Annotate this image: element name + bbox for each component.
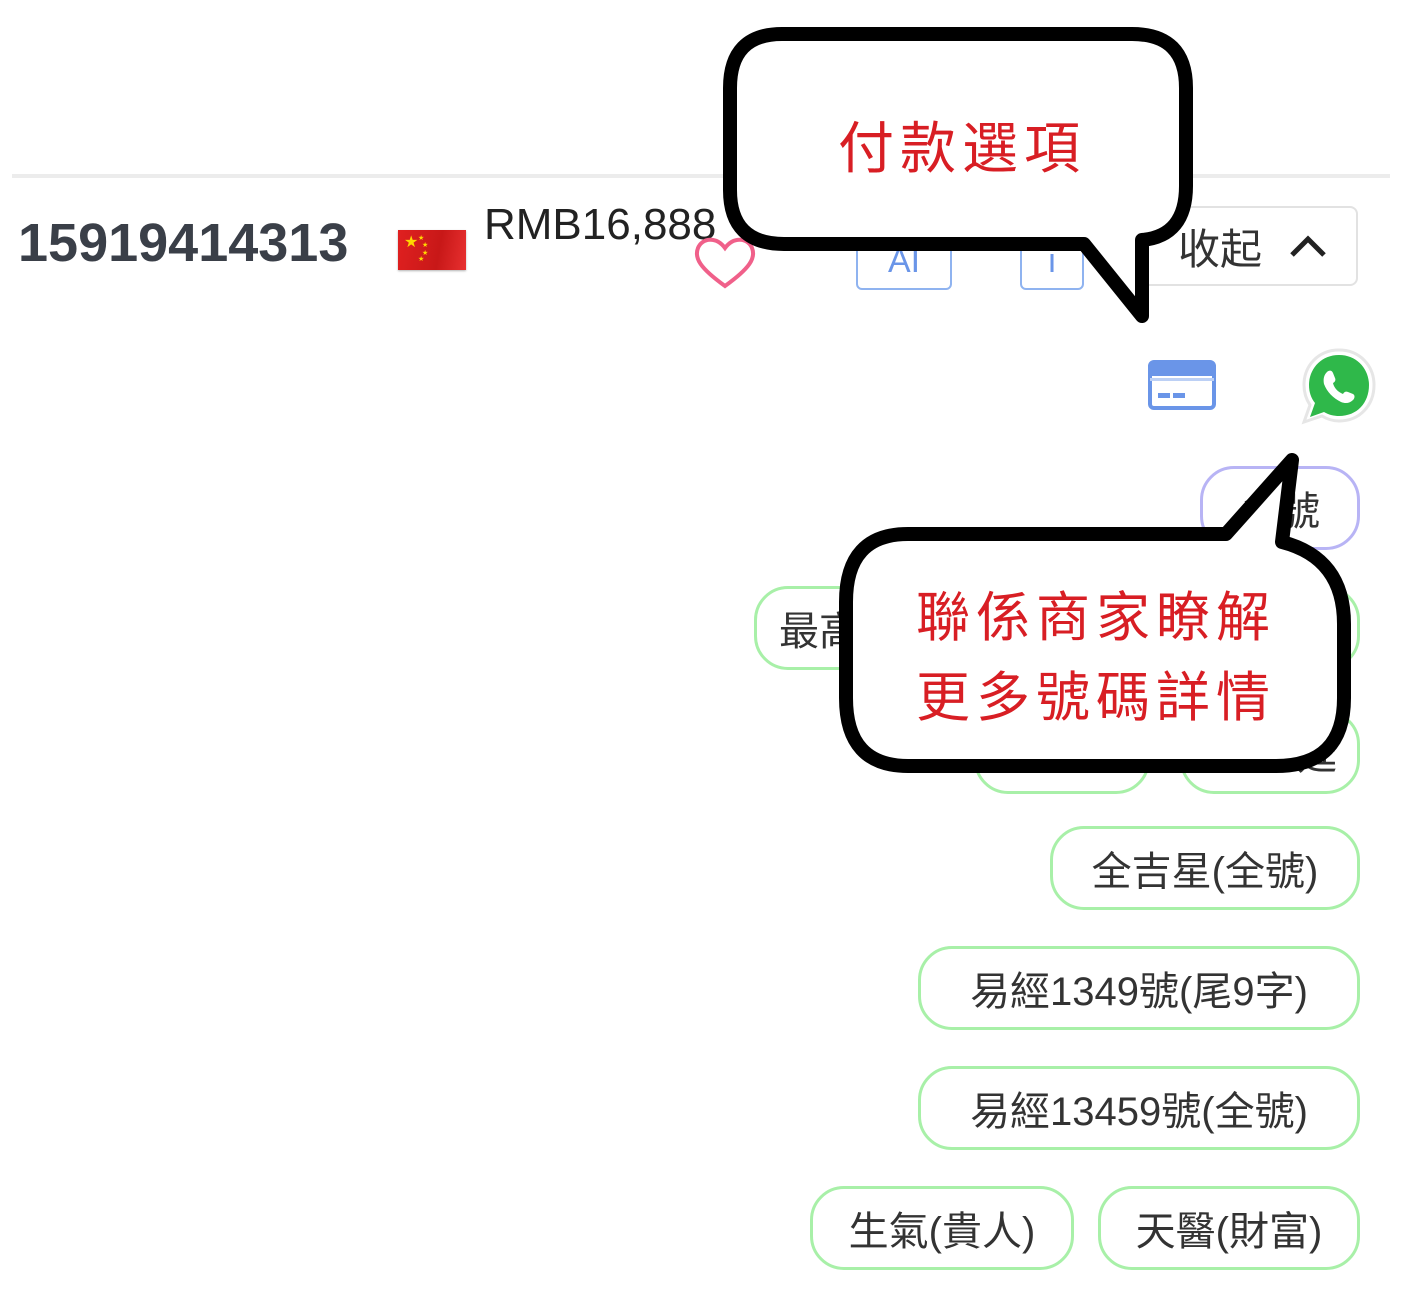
tag-label: 全吉星(全號): [1091, 850, 1319, 894]
header-divider: [12, 174, 1390, 178]
contact-callout-line1: 聯係商家瞭解: [916, 586, 1276, 649]
whatsapp-icon[interactable]: [1298, 346, 1380, 428]
contact-callout-bubble: [839, 453, 1351, 773]
tag-label: 易經13459號(全號): [970, 1090, 1308, 1134]
payment-callout-bubble: [723, 27, 1193, 323]
tag-label: 易經1349號(尾9字): [970, 970, 1308, 1014]
contact-callout-text: 聯係商家瞭解 更多號碼詳情: [856, 578, 1336, 738]
favorite-heart-icon[interactable]: [690, 232, 760, 292]
tag-item[interactable]: 全吉星(全號): [1050, 826, 1360, 910]
tag-item[interactable]: 易經1349號(尾9字): [918, 946, 1360, 1030]
credit-card-icon[interactable]: [1148, 360, 1216, 410]
tag-label: 生氣(貴人): [848, 1210, 1036, 1254]
tag-item[interactable]: 生氣(貴人): [810, 1186, 1074, 1270]
tag-label: 天醫(財富): [1135, 1210, 1323, 1254]
china-flag-icon: ★ ★ ★ ★ ★: [398, 230, 466, 270]
contact-callout-line2: 更多號碼詳情: [916, 666, 1276, 729]
price: RMB16,888: [484, 200, 717, 249]
phone-number: 15919414313: [18, 213, 349, 273]
tag-item[interactable]: 天醫(財富): [1098, 1186, 1360, 1270]
tag-item[interactable]: 易經13459號(全號): [918, 1066, 1360, 1150]
collapse-label: 收起: [1177, 225, 1262, 273]
payment-callout-text: 付款選項: [838, 117, 1086, 182]
chevron-up-icon: [1290, 235, 1326, 257]
